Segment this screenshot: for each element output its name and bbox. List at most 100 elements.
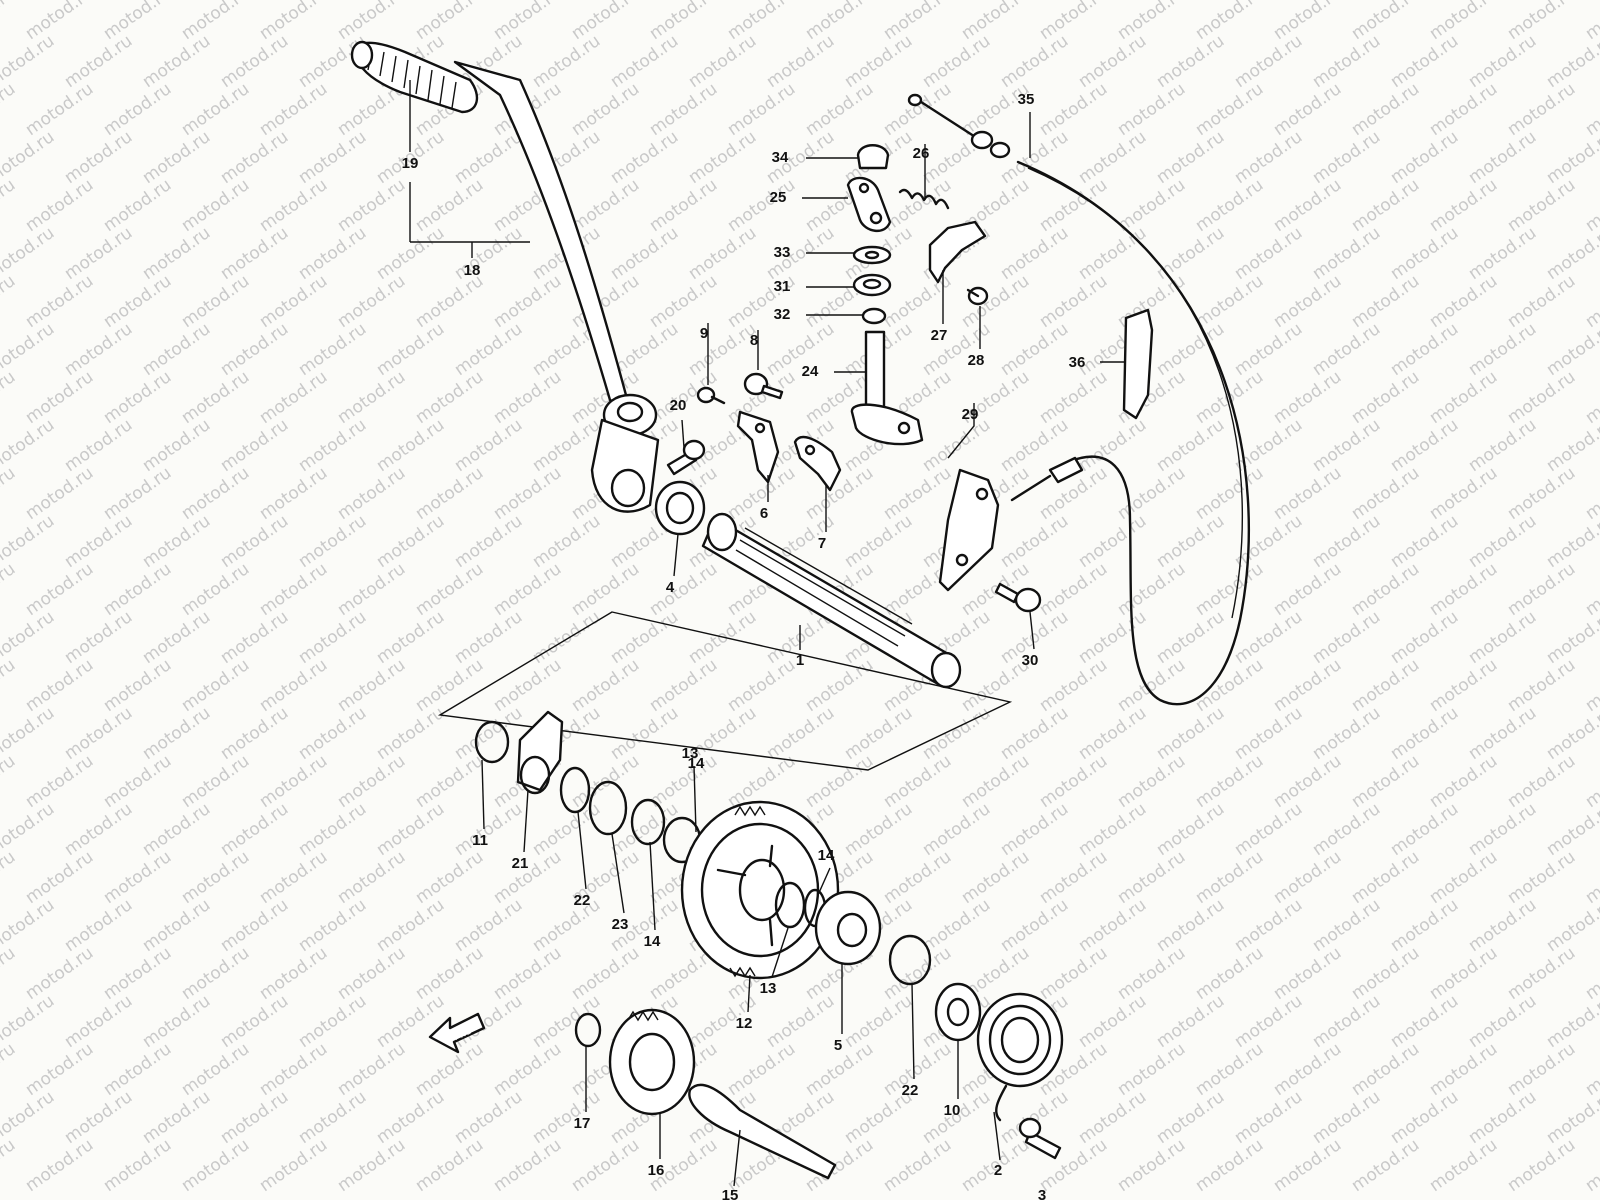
watermark-text: motod.ru bbox=[334, 1039, 409, 1100]
watermark-text: motod.ru bbox=[1582, 751, 1600, 812]
watermark-text: motod.ru bbox=[1231, 703, 1306, 764]
part-number-label-31: 31 bbox=[774, 278, 791, 295]
part-number-label-24: 24 bbox=[802, 363, 819, 380]
watermark-text: motod.ru bbox=[0, 0, 19, 44]
watermark-text: motod.ru bbox=[1114, 559, 1189, 620]
watermark-text: motod.ru bbox=[334, 943, 409, 1004]
watermark-text: motod.ru bbox=[1387, 415, 1462, 476]
watermark-text: motod.ru bbox=[100, 943, 175, 1004]
watermark-text: motod.ru bbox=[1192, 847, 1267, 908]
watermark-text: motod.ru bbox=[139, 223, 214, 284]
watermark-text: motod.ru bbox=[334, 847, 409, 908]
watermark-text: motod.ru bbox=[1270, 79, 1345, 140]
watermark-text: motod.ru bbox=[1387, 799, 1462, 860]
part-number-label-30: 30 bbox=[1022, 652, 1039, 669]
watermark-text: motod.ru bbox=[1036, 367, 1111, 428]
watermark-text: motod.ru bbox=[256, 655, 331, 716]
watermark-text: motod.ru bbox=[1426, 367, 1501, 428]
watermark-text: motod.ru bbox=[100, 751, 175, 812]
watermark-text: motod.ru bbox=[1231, 799, 1306, 860]
watermark-text: motod.ru bbox=[61, 511, 136, 572]
kick-lever-part bbox=[453, 60, 660, 513]
watermark-text: motod.ru bbox=[373, 1087, 448, 1148]
watermark-text: motod.ru bbox=[61, 703, 136, 764]
watermark-text: motod.ru bbox=[1114, 175, 1189, 236]
watermark-text: motod.ru bbox=[646, 0, 721, 44]
watermark-text: motod.ru bbox=[1465, 991, 1540, 1052]
watermark-text: motod.ru bbox=[139, 319, 214, 380]
watermark-text: motod.ru bbox=[1231, 1087, 1306, 1148]
watermark-text: motod.ru bbox=[1075, 127, 1150, 188]
watermark-text: motod.ru bbox=[0, 559, 19, 620]
watermark-text: motod.ru bbox=[1309, 223, 1384, 284]
watermark-text: motod.ru bbox=[334, 559, 409, 620]
watermark-text: motod.ru bbox=[841, 511, 916, 572]
spring-22-upper-part bbox=[559, 766, 591, 814]
ring-32-part bbox=[861, 307, 887, 325]
watermark-text: motod.ru bbox=[0, 271, 19, 332]
leader-line bbox=[410, 241, 530, 258]
watermark-text: motod.ru bbox=[61, 127, 136, 188]
watermark-text: motod.ru bbox=[22, 655, 97, 716]
watermark-text: motod.ru bbox=[178, 1039, 253, 1100]
part-number-label-18: 18 bbox=[464, 262, 481, 279]
watermark-text: motod.ru bbox=[1231, 319, 1306, 380]
washer-10-part bbox=[934, 982, 982, 1042]
watermark-text: motod.ru bbox=[1192, 1039, 1267, 1100]
part-number-label-2: 2 bbox=[994, 1162, 1002, 1179]
watermark-text: motod.ru bbox=[22, 175, 97, 236]
watermark-text: motod.ru bbox=[178, 847, 253, 908]
watermark-text: motod.ru bbox=[997, 799, 1072, 860]
watermark-text: motod.ru bbox=[1153, 127, 1228, 188]
part-number-label-11: 11 bbox=[472, 832, 488, 849]
part-number-label-8: 8 bbox=[750, 332, 758, 349]
watermark-text: motod.ru bbox=[568, 79, 643, 140]
watermark-text: motod.ru bbox=[1348, 271, 1423, 332]
watermark-text: motod.ru bbox=[61, 415, 136, 476]
watermark-text: motod.ru bbox=[607, 223, 682, 284]
watermark-text: motod.ru bbox=[1465, 415, 1540, 476]
watermark-text: motod.ru bbox=[1075, 703, 1150, 764]
watermark-text: motod.ru bbox=[1582, 271, 1600, 332]
watermark-text: motod.ru bbox=[1270, 1039, 1345, 1100]
watermark-text: motod.ru bbox=[1270, 0, 1345, 44]
leader-line bbox=[481, 759, 485, 830]
watermark-text: motod.ru bbox=[139, 511, 214, 572]
watermark-text: motod.ru bbox=[256, 0, 331, 44]
watermark-text: motod.ru bbox=[22, 751, 97, 812]
watermark-text: motod.ru bbox=[1270, 367, 1345, 428]
bolt-30-part bbox=[994, 582, 1042, 613]
watermark-text: motod.ru bbox=[1270, 559, 1345, 620]
watermark-text: motod.ru bbox=[958, 751, 1033, 812]
watermark-text: motod.ru bbox=[412, 0, 487, 44]
watermark-text: motod.ru bbox=[490, 271, 565, 332]
watermark-text: motod.ru bbox=[295, 127, 370, 188]
watermark-text: motod.ru bbox=[1426, 79, 1501, 140]
watermark-text: motod.ru bbox=[841, 31, 916, 92]
watermark-text: motod.ru bbox=[1465, 31, 1540, 92]
watermark-text: motod.ru bbox=[256, 367, 331, 428]
part-number-label-20: 20 bbox=[670, 397, 687, 414]
watermark-text: motod.ru bbox=[1465, 607, 1540, 668]
watermark-text: motod.ru bbox=[1075, 31, 1150, 92]
watermark-text: motod.ru bbox=[0, 751, 19, 812]
watermark-text: motod.ru bbox=[1231, 607, 1306, 668]
plate-6-part bbox=[736, 410, 780, 484]
watermark-text: motod.ru bbox=[1270, 463, 1345, 524]
leader-line bbox=[733, 1129, 741, 1187]
watermark-text: motod.ru bbox=[139, 127, 214, 188]
watermark-text: motod.ru bbox=[568, 943, 643, 1004]
watermark-text: motod.ru bbox=[1075, 991, 1150, 1052]
part-number-label-6: 6 bbox=[760, 505, 768, 522]
watermark-text: motod.ru bbox=[1270, 1135, 1345, 1196]
watermark-text: motod.ru bbox=[1348, 463, 1423, 524]
watermark-text: motod.ru bbox=[1036, 943, 1111, 1004]
leader-line bbox=[523, 789, 529, 853]
bracket-27-part bbox=[928, 220, 987, 284]
kick-gear-12-part bbox=[680, 800, 840, 980]
part-number-label-1: 1 bbox=[796, 652, 804, 669]
watermark-text: motod.ru bbox=[373, 607, 448, 668]
watermark-text: motod.ru bbox=[763, 31, 838, 92]
watermark-text: motod.ru bbox=[724, 79, 799, 140]
guide-21-part bbox=[516, 710, 564, 795]
